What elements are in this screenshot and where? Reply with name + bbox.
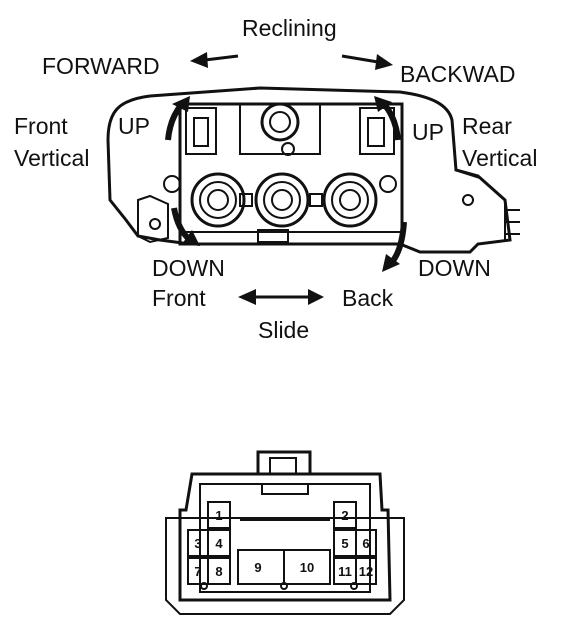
rear-vertical-label-line1: Rear — [462, 113, 512, 139]
pin-7: 7 — [194, 564, 201, 579]
front-down-label: DOWN — [152, 255, 225, 281]
latch-window — [269, 457, 297, 475]
connector: 1 2 3 4 5 6 7 8 9 10 11 12 — [165, 450, 405, 615]
front-up-arrow — [165, 96, 190, 141]
slide-knob — [254, 172, 310, 228]
left-mount-hole — [149, 218, 161, 230]
left-ear-screw — [163, 175, 181, 193]
knob-link-right — [309, 193, 323, 207]
pin-11: 11 — [338, 564, 352, 579]
slide-arrow — [238, 289, 324, 305]
latch-lock — [261, 483, 309, 495]
reclining-label: Reclining — [242, 15, 337, 41]
recline-knob-inner — [269, 111, 291, 133]
small-screw — [281, 142, 295, 156]
pin-2: 2 — [341, 508, 348, 523]
rear-down-label: DOWN — [418, 255, 491, 281]
pin-9: 9 — [254, 560, 261, 575]
front-knob — [190, 172, 246, 228]
pin-cells — [187, 501, 377, 590]
right-terminal-side — [454, 169, 520, 242]
recline-knob-outer — [260, 102, 300, 142]
front-vertical-lever — [185, 107, 217, 155]
front-slide-label: Front — [152, 285, 206, 311]
forward-arrow — [190, 52, 239, 68]
slide-label: Slide — [258, 317, 309, 343]
seat-switch-assembly — [106, 86, 520, 254]
front-vertical-label-line2: Vertical — [14, 145, 89, 171]
pin-10: 10 — [300, 560, 314, 575]
left-mount-tab — [137, 194, 169, 244]
switch-housing — [106, 86, 512, 254]
pin-8: 8 — [215, 564, 222, 579]
rear-knob — [322, 172, 378, 228]
rear-lever-slot — [367, 117, 385, 147]
connector-inner-frame — [199, 483, 371, 593]
right-ear-screw — [379, 175, 397, 193]
connector-shell — [165, 517, 405, 615]
front-vertical-label-line1: Front — [14, 113, 68, 139]
pin-4: 4 — [215, 536, 223, 551]
pin-1: 1 — [215, 508, 222, 523]
pin-3: 3 — [194, 536, 201, 551]
rear-up-arrow — [374, 96, 401, 141]
front-lever-slot — [193, 117, 209, 147]
right-mount-hole — [462, 194, 474, 206]
front-down-arrow — [171, 207, 200, 246]
connector-housing — [178, 472, 392, 602]
front-up-label: UP — [118, 113, 150, 139]
pin-6: 6 — [362, 536, 369, 551]
knob-link-left — [239, 193, 253, 207]
bottom-slot — [257, 229, 289, 243]
rear-vertical-label-line2: Vertical — [462, 145, 537, 171]
back-slide-label: Back — [342, 285, 394, 311]
pin-5: 5 — [341, 536, 348, 551]
rear-up-label: UP — [412, 119, 444, 145]
pin-12: 12 — [359, 564, 373, 579]
connector-latch — [256, 450, 312, 474]
backward-label: BACKWAD — [400, 61, 515, 87]
rear-down-arrow — [382, 221, 407, 272]
forward-label: FORWARD — [42, 53, 160, 79]
backward-arrow — [341, 54, 393, 70]
